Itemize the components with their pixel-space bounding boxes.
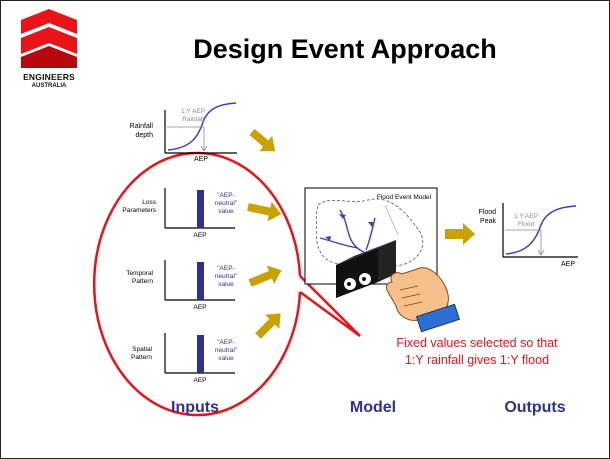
logo-line2: AUSTRALIA	[31, 83, 67, 89]
arrow-temporal-to-model	[248, 265, 282, 287]
rainfall-curve	[167, 102, 237, 151]
flood-annotation-2: Flood	[518, 221, 535, 228]
spatial-xlabel: AEP	[193, 377, 206, 384]
logo-wordmark: ENGINEERS AUSTRALIA	[14, 73, 84, 91]
rainfall-xlabel: AEP	[194, 156, 208, 163]
loss-parameters-chart	[164, 188, 235, 229]
flood-curve	[505, 205, 577, 255]
logo-line1: ENGINEERS	[23, 72, 75, 82]
rainfall-ylabel-1: Rainfall	[130, 123, 154, 130]
temporal-ylabel-1: Temporal	[126, 270, 153, 277]
temporal-value-3: value	[218, 281, 234, 288]
column-label-inputs: Inputs	[171, 399, 219, 416]
column-label-model: Model	[349, 399, 397, 416]
flood-xlabel: AEP	[561, 261, 575, 268]
loss-xlabel: AEP	[193, 232, 206, 239]
arrow-rainfall-to-model	[249, 128, 275, 152]
rainfall-annotation-2: Rainfall	[182, 116, 204, 123]
spatial-value-2: neutral"	[215, 347, 238, 354]
rainfall-ylabel-2: depth	[135, 132, 153, 139]
loss-value-1: "AEP-	[217, 192, 234, 199]
callout-line1: Fixed values selected so that	[396, 336, 558, 350]
temporal-pattern-chart	[164, 260, 235, 301]
rainfall-annotation-1: 1:Y AEP	[181, 108, 205, 115]
flood-ylabel-2: Peak	[480, 218, 496, 225]
temporal-value-2: neutral"	[215, 273, 238, 280]
loss-value-2: neutral"	[215, 200, 238, 207]
flood-ylabel-1: Flood	[478, 209, 496, 216]
loss-neutral-bar	[197, 190, 204, 228]
column-label-outputs: Outputs	[504, 399, 566, 416]
arrow-loss-to-model	[247, 201, 282, 222]
temporal-value-1: "AEP-	[217, 265, 234, 272]
spatial-ylabel-1: Spatial	[132, 346, 152, 353]
callout-note: Fixed values selected so that 1:Y rainfa…	[362, 335, 592, 369]
loss-ylabel-2: Parameters	[122, 207, 156, 214]
callout-line2: 1:Y rainfall gives 1:Y flood	[404, 353, 550, 367]
spatial-pattern-chart	[164, 333, 235, 374]
temporal-neutral-bar	[197, 262, 204, 300]
spatial-neutral-bar	[197, 335, 204, 373]
engineers-australia-logo	[21, 9, 77, 68]
flood-peak-chart	[502, 203, 578, 258]
model-title: Flood Event Model	[377, 194, 432, 201]
loss-value-3: value	[218, 208, 234, 215]
temporal-ylabel-2: Pattern	[132, 278, 153, 285]
spatial-value-3: value	[218, 355, 234, 362]
arrow-model-to-outputs	[445, 223, 475, 245]
inputs-callout-circle	[93, 151, 361, 417]
loss-ylabel-1: Loss	[142, 199, 156, 206]
spatial-ylabel-2: Pattern	[131, 354, 152, 361]
temporal-xlabel: AEP	[193, 304, 206, 311]
arrow-spatial-to-model	[255, 313, 281, 339]
rainfall-chart	[164, 102, 237, 154]
spatial-value-1: "AEP-	[217, 339, 234, 346]
slide-title: Design Event Approach	[193, 34, 497, 64]
flood-annotation-1: 1:Y AEP	[514, 213, 538, 220]
hand-icon	[385, 267, 460, 333]
black-box-icon	[336, 240, 396, 298]
